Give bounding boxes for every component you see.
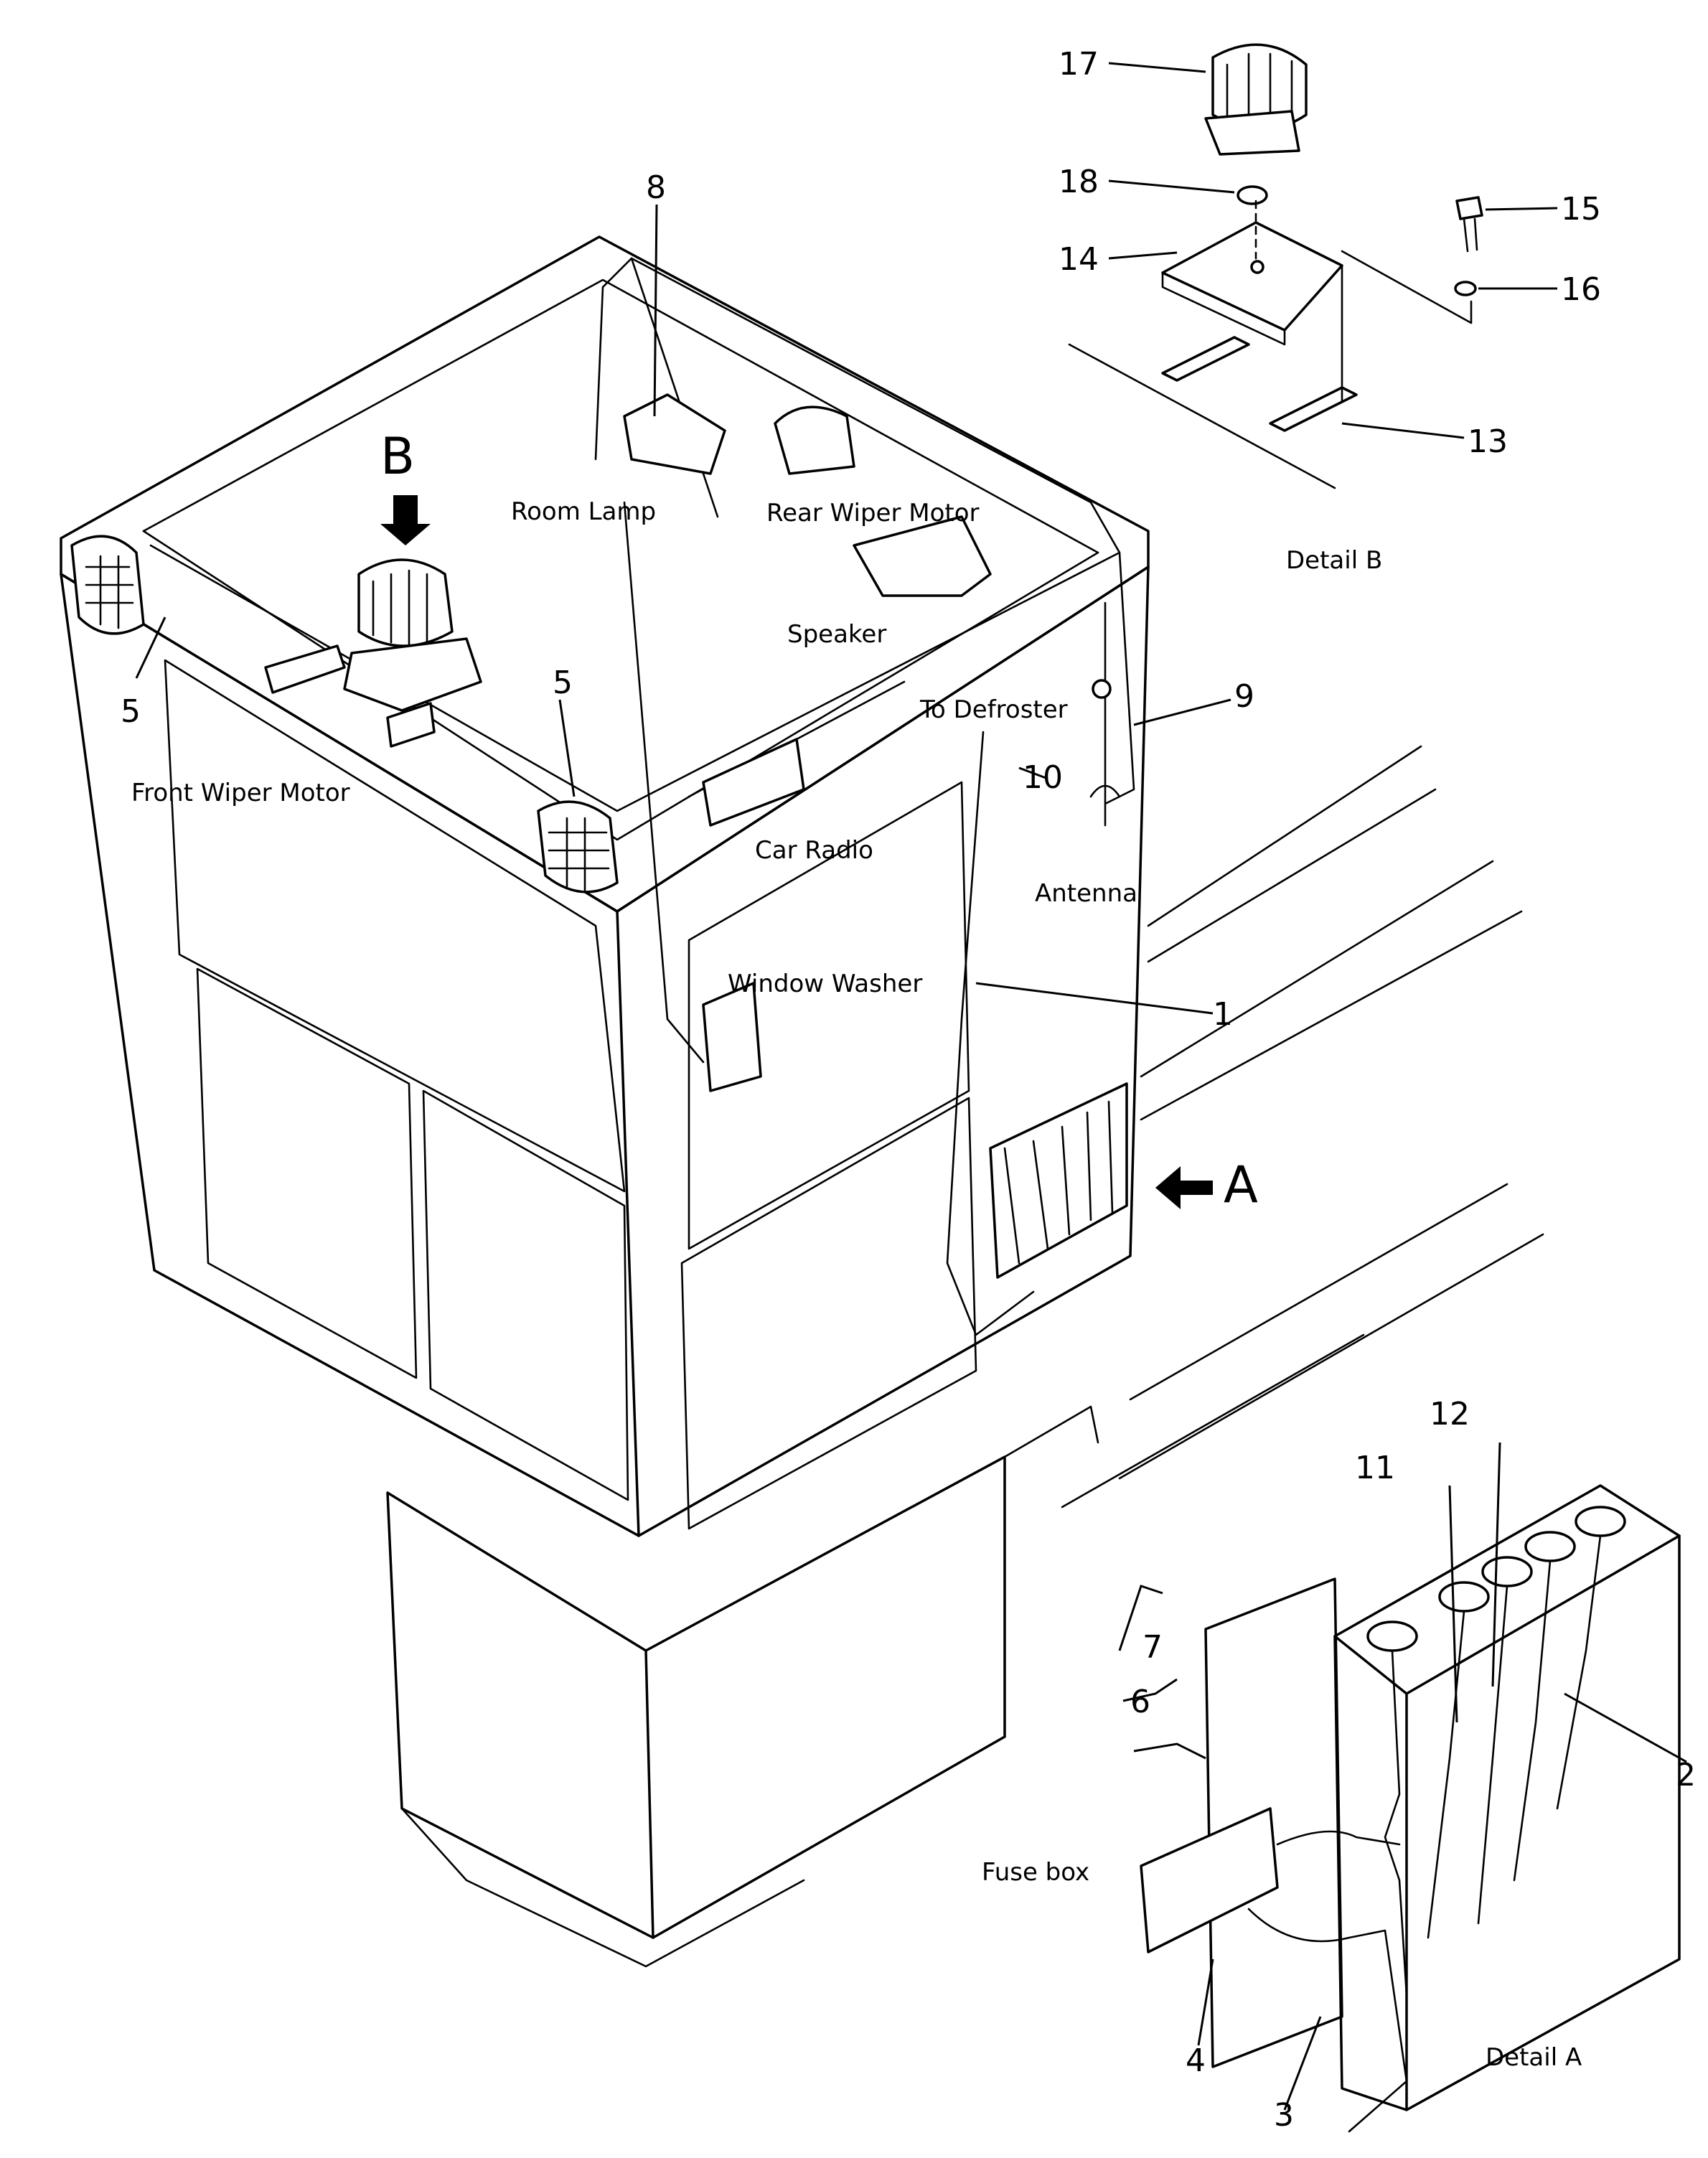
label-to-defroster: To Defroster — [919, 695, 1068, 724]
label-detail-b: Detail B — [1286, 546, 1382, 575]
callout-15: 15 — [1561, 191, 1601, 227]
callout-7: 7 — [1142, 1629, 1163, 1666]
label-front-wiper-motor: Front Wiper Motor — [131, 779, 350, 807]
callout-12: 12 — [1430, 1396, 1470, 1432]
view-arrow-a-letter: A — [1224, 1155, 1258, 1214]
label-rear-wiper-motor: Rear Wiper Motor — [766, 499, 980, 527]
callout-1: 1 — [1213, 996, 1233, 1033]
callout-5-left: 5 — [121, 693, 141, 730]
callout-10: 10 — [1023, 759, 1063, 796]
callout-3: 3 — [1274, 2097, 1294, 2134]
antenna-part — [1089, 601, 1121, 827]
callout-18: 18 — [1059, 164, 1099, 200]
leader-lines — [135, 62, 1687, 2111]
cab-body — [60, 235, 1544, 1968]
label-room-lamp: Room Lamp — [511, 497, 656, 526]
callout-13: 13 — [1468, 423, 1508, 460]
window-washer-part — [702, 982, 762, 1092]
callout-17: 17 — [1059, 46, 1099, 83]
callout-14: 14 — [1059, 241, 1099, 278]
detail-b-drawing — [1068, 43, 1483, 489]
callout-2: 2 — [1676, 1757, 1696, 1793]
callout-9: 9 — [1234, 678, 1254, 715]
label-speaker: Speaker — [787, 620, 886, 649]
rear-wiper-motor-part — [774, 405, 992, 597]
text-labels: Room Lamp Rear Wiper Motor Speaker To De… — [131, 497, 1582, 2072]
callout-5-right: 5 — [553, 665, 573, 701]
callout-6: 6 — [1130, 1684, 1150, 1720]
label-antenna: Antenna — [1035, 879, 1137, 908]
label-fuse-box: Fuse box — [982, 1858, 1089, 1887]
front-wiper-motor-part — [264, 644, 436, 748]
callout-4: 4 — [1186, 2042, 1206, 2079]
callout-numbers: 17 18 14 15 16 13 8 9 10 1 5 5 12 11 7 6… — [121, 46, 1696, 2134]
view-arrow-a: A — [1155, 1155, 1258, 1214]
left-work-lamp — [70, 535, 145, 635]
cab-fuse-box — [989, 1082, 1128, 1279]
callout-11: 11 — [1355, 1450, 1395, 1486]
detail-a-drawing — [1140, 1484, 1681, 2133]
view-arrow-b-letter: B — [380, 427, 415, 486]
label-detail-a: Detail A — [1486, 2043, 1582, 2072]
label-window-washer: Window Washer — [728, 970, 922, 998]
roof-beacon — [343, 558, 482, 712]
car-radio-part — [702, 738, 805, 827]
right-work-lamp — [537, 800, 619, 893]
label-car-radio: Car Radio — [755, 836, 873, 865]
room-lamp-part — [623, 393, 726, 475]
callout-16: 16 — [1561, 271, 1601, 308]
view-arrow-b: B — [380, 427, 431, 545]
callout-8: 8 — [646, 169, 666, 206]
